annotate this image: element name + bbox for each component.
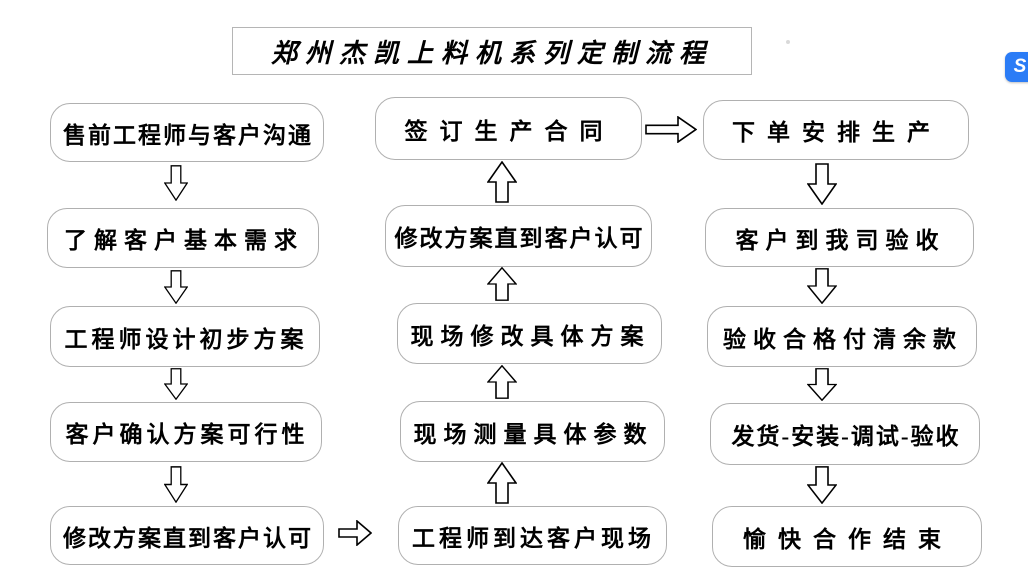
left-step-5-box: 修改方案直到客户认可	[50, 506, 324, 565]
s-logo-icon: S	[1013, 56, 1027, 77]
left-step-1-box: 售前工程师与客户沟通	[50, 103, 324, 162]
arrow-right-icon	[338, 520, 372, 546]
arrow-up-icon	[487, 462, 517, 504]
middle-step-5-box: 工程师到达客户现场	[398, 506, 667, 565]
right-step-5-box: 愉快合作结束	[712, 506, 982, 567]
middle-step-4-box: 现场测量具体参数	[400, 401, 665, 462]
middle-step-3-box: 现场修改具体方案	[397, 303, 662, 364]
arrow-up-icon	[487, 267, 517, 301]
arrow-down-icon	[807, 163, 837, 205]
arrow-down-icon	[164, 368, 188, 400]
right-step-2-box: 客户到我司验收	[705, 208, 974, 267]
arrow-up-icon	[487, 365, 517, 399]
stray-dot	[786, 40, 790, 44]
right-step-4-box: 发货-安装-调试-验收	[710, 403, 980, 465]
arrow-down-icon	[807, 368, 837, 401]
left-step-4-box: 客户确认方案可行性	[50, 402, 322, 462]
arrow-down-icon	[807, 268, 837, 304]
left-step-2-box: 了解客户基本需求	[47, 208, 319, 268]
diagram-title: 郑州杰凯上料机系列定制流程	[232, 27, 752, 75]
arrow-up-icon	[487, 161, 517, 203]
side-widget-button[interactable]: S	[1005, 52, 1028, 82]
arrow-down-icon	[164, 270, 188, 304]
left-step-3-box: 工程师设计初步方案	[50, 306, 320, 367]
arrow-down-icon	[164, 466, 188, 503]
right-step-3-box: 验收合格付清余款	[707, 306, 977, 367]
middle-step-1-box: 签订生产合同	[375, 97, 642, 160]
right-step-1-box: 下单安排生产	[703, 100, 969, 160]
arrow-right-icon	[645, 116, 697, 143]
middle-step-2-box: 修改方案直到客户认可	[385, 205, 652, 267]
arrow-down-icon	[807, 466, 837, 504]
arrow-down-icon	[164, 165, 188, 201]
